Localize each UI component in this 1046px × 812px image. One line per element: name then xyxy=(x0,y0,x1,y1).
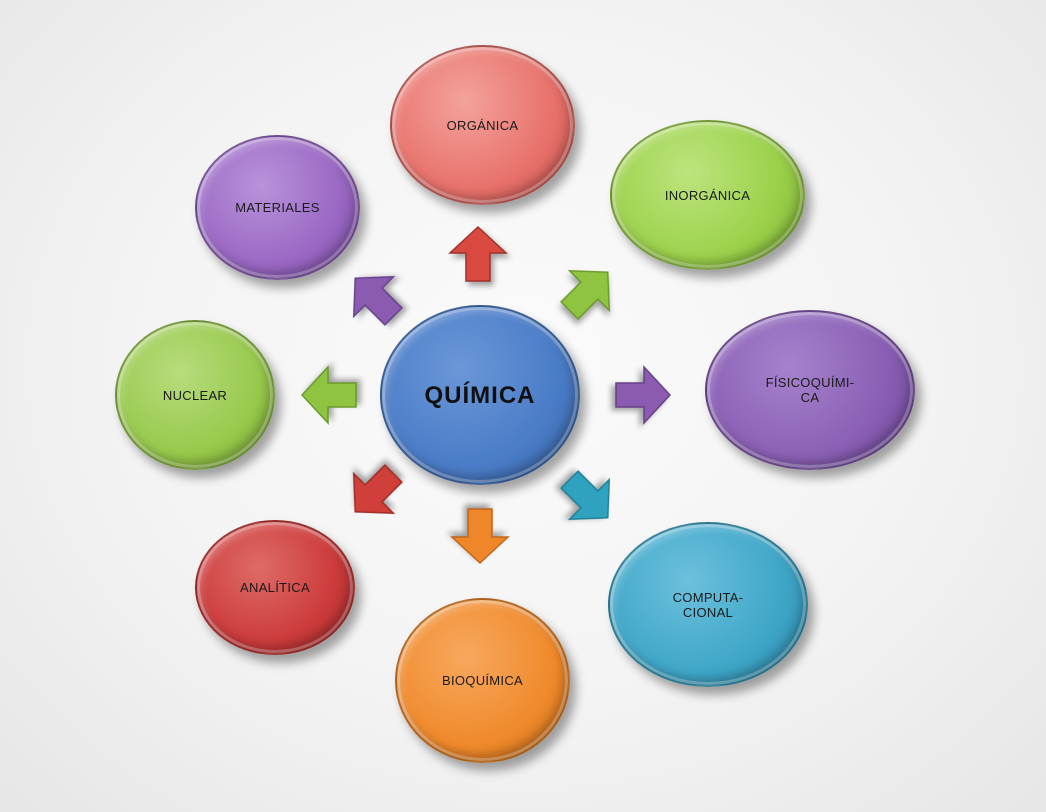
center-label: QUÍMICA xyxy=(424,381,536,409)
arrow-left-icon xyxy=(300,365,360,425)
node-materiales: MATERIALES xyxy=(195,135,360,280)
node-label: COMPUTA- CIONAL xyxy=(672,589,744,620)
center-node-quimica: QUÍMICA xyxy=(380,305,580,485)
node-label: ANALÍTICA xyxy=(240,580,310,595)
node-label: ORGÁNICA xyxy=(446,117,519,133)
node-label: FÍSICOQUÍMI- CA xyxy=(765,375,855,405)
node-bioquimica: BIOQUÍMICA xyxy=(395,598,570,763)
node-fisicoquimica: FÍSICOQUÍMI- CA xyxy=(705,310,915,470)
node-inorganica: INORGÁNICA xyxy=(610,120,805,270)
node-computacional: COMPUTA- CIONAL xyxy=(608,522,808,687)
node-label: NUCLEAR xyxy=(162,387,228,403)
arrow-up-right-icon xyxy=(546,250,631,335)
node-label: BIOQUÍMICA xyxy=(441,673,523,688)
node-organica: ORGÁNICA xyxy=(390,45,575,205)
arrow-down-right-icon xyxy=(546,456,631,541)
arrow-right-icon xyxy=(612,365,672,425)
node-label: INORGÁNICA xyxy=(664,187,751,203)
arrow-down-left-icon xyxy=(333,450,418,535)
node-label: MATERIALES xyxy=(235,200,320,215)
arrow-up-left-icon xyxy=(333,256,418,341)
node-nuclear: NUCLEAR xyxy=(115,320,275,470)
arrow-up-icon xyxy=(448,225,508,285)
node-analitica: ANALÍTICA xyxy=(195,520,355,655)
arrow-down-icon xyxy=(450,505,510,565)
